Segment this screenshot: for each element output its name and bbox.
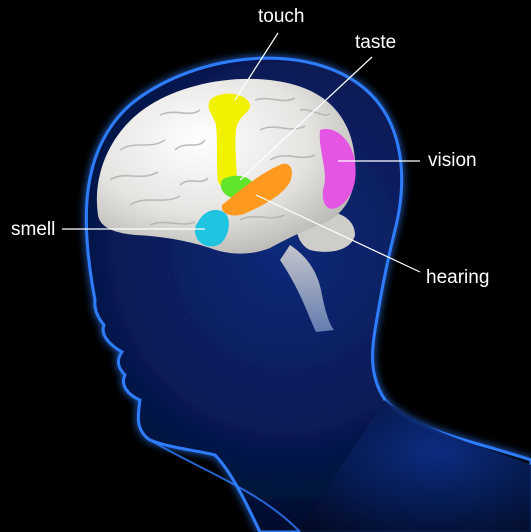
hearing-label: hearing xyxy=(426,268,489,287)
smell-label: smell xyxy=(11,220,55,239)
touch-label: touch xyxy=(258,7,304,26)
vision-label: vision xyxy=(428,151,477,170)
taste-label: taste xyxy=(355,33,396,52)
